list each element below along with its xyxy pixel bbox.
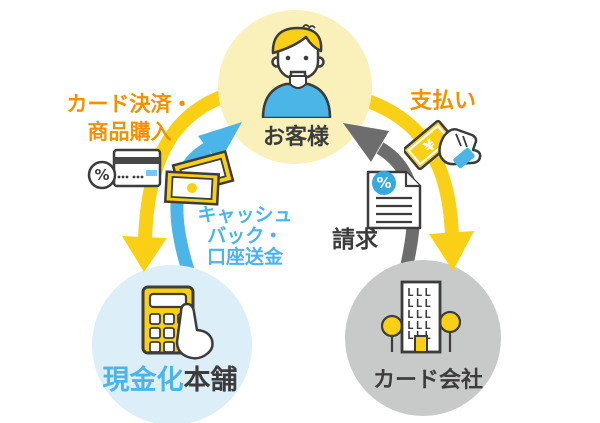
shop-label-main: 本舗 [183, 365, 238, 396]
building-icon: LLL LLL LLL LLL LLL [380, 280, 462, 354]
svg-text:LLL: LLL [407, 286, 433, 299]
arrowhead-card-payment [122, 236, 167, 272]
payment-label: 支払い [409, 89, 476, 114]
card-company-label: カード会社 [372, 368, 483, 393]
invoice-icon: % [366, 170, 422, 230]
person-icon [261, 24, 332, 118]
shop-label-accent: 現金化 [102, 365, 184, 396]
cashback-label: キャッシュバック・口座送金 [197, 204, 293, 268]
hand-cursor-icon [175, 302, 214, 360]
credit-card-icon: % [87, 148, 162, 190]
collar [289, 75, 307, 89]
arrowhead-cashback [198, 122, 242, 163]
building-windows: LLL LLL LLL LLL LLL [407, 286, 433, 342]
card-payment-label: カード決済・商品購入 [66, 92, 193, 144]
billing-label: 請求 [332, 227, 378, 253]
payment-hand-icon: ¥ [404, 119, 482, 171]
shirt [261, 82, 332, 118]
calculator-display [148, 292, 188, 309]
calculator-icon [141, 285, 214, 360]
svg-text:LLL: LLL [407, 297, 433, 310]
svg-text:LLL: LLL [407, 319, 433, 332]
tree-icon [380, 314, 404, 338]
percent-glyph: % [94, 166, 109, 184]
hair [271, 26, 323, 55]
shop-label: 現金化本舗 [70, 364, 270, 398]
page-fold [404, 172, 420, 188]
percent-glyph: % [376, 174, 391, 192]
arrowhead-payment [429, 231, 474, 271]
door [414, 335, 428, 353]
customer-label: お客様 [262, 125, 329, 150]
tree-icon [438, 310, 462, 334]
text-lines [376, 196, 412, 224]
arrowhead-billing [343, 123, 389, 162]
banknotes-icon [163, 150, 235, 206]
svg-text:LLL: LLL [407, 308, 433, 321]
sleeve-cuff [453, 147, 475, 169]
card-number-dots [117, 175, 144, 179]
